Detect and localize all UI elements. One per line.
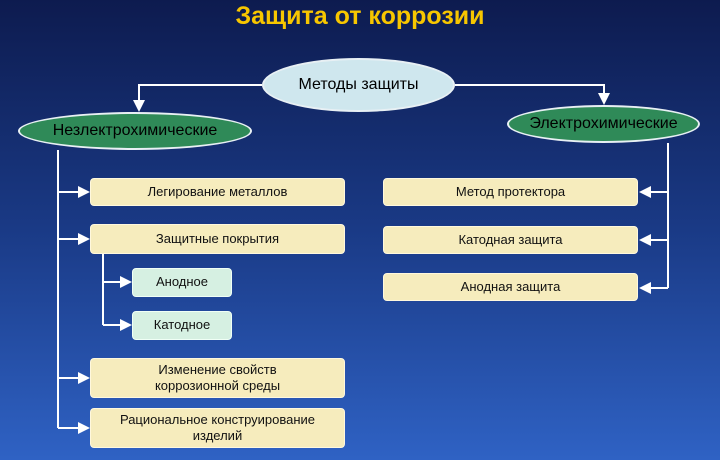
left-item: Защитные покрытия	[90, 224, 345, 254]
right-category-node: Электрохимические	[507, 105, 700, 143]
page-title: Защита от коррозии	[235, 2, 485, 30]
right-item: Катодная защита	[383, 226, 638, 254]
left-item: Рациональное конструирование изделий	[90, 408, 345, 448]
sub-item: Катодное	[132, 311, 232, 340]
right-item: Метод протектора	[383, 178, 638, 206]
right-item: Анодная защита	[383, 273, 638, 301]
root-node: Методы защиты	[262, 58, 455, 112]
sub-item: Анодное	[132, 268, 232, 297]
left-category-node: Незлектрохимические	[18, 112, 252, 150]
left-item: Легирование металлов	[90, 178, 345, 206]
left-item: Изменение свойств коррозионной среды	[90, 358, 345, 398]
